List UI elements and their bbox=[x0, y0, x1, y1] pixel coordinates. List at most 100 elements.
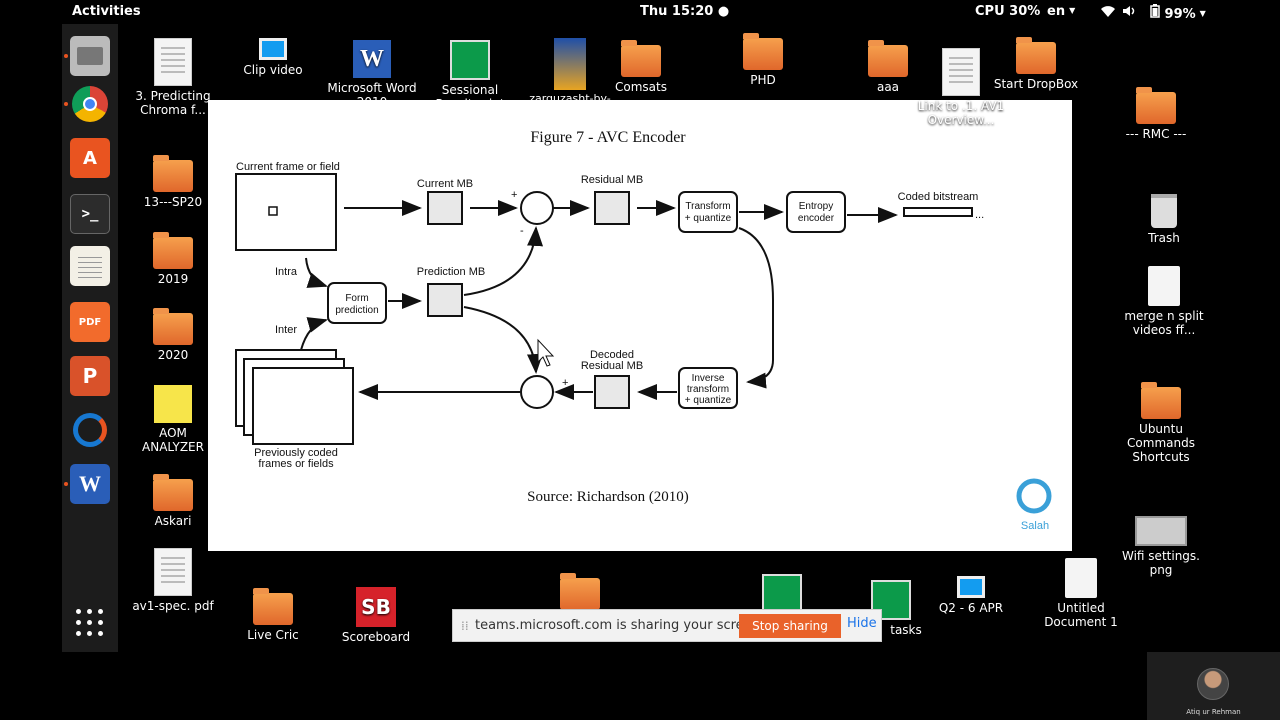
desktop-icon-predicting[interactable]: 3. Predicting Chroma f... bbox=[128, 38, 218, 117]
cpu-indicator[interactable]: CPU 30% bbox=[975, 4, 1041, 19]
transform-block bbox=[678, 191, 738, 233]
terminal-icon[interactable]: >_ bbox=[70, 194, 110, 234]
desktop-icon-untitled[interactable]: Untitled Document 1 bbox=[1036, 558, 1126, 629]
desktop-icon-label: --- RMC --- bbox=[1125, 127, 1187, 141]
grid-dot bbox=[87, 609, 92, 614]
chevron-down-icon: ▼ bbox=[1069, 6, 1076, 15]
chrome-icon[interactable] bbox=[64, 84, 110, 124]
software-center-icon[interactable]: A bbox=[70, 138, 110, 178]
desktop-icon-label: 2020 bbox=[157, 348, 189, 362]
folder-icon bbox=[868, 40, 908, 77]
desktop-icon-comsats[interactable]: Comsats bbox=[596, 40, 686, 94]
inter-label: Inter bbox=[275, 324, 297, 336]
desktop-icon-trash[interactable]: Trash bbox=[1119, 194, 1209, 245]
arrow bbox=[463, 226, 544, 296]
inverse-transform-block bbox=[678, 367, 738, 409]
word-icon[interactable]: W bbox=[64, 464, 110, 504]
desktop-icon-live-cric[interactable]: Live Cric bbox=[228, 588, 318, 642]
system-status[interactable] bbox=[1100, 4, 1137, 22]
desktop-icon-phd[interactable]: PHD bbox=[718, 33, 808, 87]
desktop-icon-folder[interactable] bbox=[535, 573, 625, 613]
document-icon bbox=[154, 548, 192, 596]
desktop-icon-ubuntu-shortcuts[interactable]: Ubuntu Commands Shortcuts bbox=[1116, 382, 1206, 464]
battery-icon bbox=[1150, 4, 1160, 18]
desktop-icon-rmc[interactable]: --- RMC --- bbox=[1111, 87, 1201, 141]
spreadsheet-icon bbox=[762, 574, 802, 614]
desktop-icon-sp20[interactable]: 13---SP20 bbox=[128, 155, 218, 209]
decoded-residual-label-2: Residual MB bbox=[581, 360, 643, 372]
image-file-icon bbox=[259, 38, 287, 60]
files-app-icon[interactable] bbox=[64, 36, 110, 76]
document-icon bbox=[942, 48, 980, 96]
arrow bbox=[463, 306, 543, 374]
desktop-icon-merge[interactable]: merge n split videos ff... bbox=[1119, 266, 1209, 337]
drag-handle-icon[interactable]: ⁞⁞ bbox=[461, 619, 469, 633]
desktop-icon-label: 3. Predicting Chroma f... bbox=[135, 89, 211, 117]
language-indicator[interactable]: en▼ bbox=[1047, 4, 1075, 19]
desktop-icon-askari[interactable]: Askari bbox=[128, 474, 218, 528]
participant-video-tile[interactable]: Atiq ur Rehman bbox=[1147, 652, 1280, 720]
desktop-icon-label: Scoreboard bbox=[341, 630, 411, 644]
current-mb-marker bbox=[268, 206, 278, 216]
desktop-icon-2019[interactable]: 2019 bbox=[128, 232, 218, 286]
spreadsheet-icon bbox=[450, 40, 490, 80]
entropy-label-1: Entropy bbox=[799, 201, 833, 212]
image-file-icon bbox=[957, 576, 985, 598]
word-icon: W bbox=[353, 40, 391, 78]
grid-dot bbox=[98, 620, 103, 625]
stop-sharing-button[interactable]: Stop sharing bbox=[739, 614, 841, 638]
desktop-icon-label: AOM ANALYZER bbox=[142, 426, 204, 454]
entropy-label-2: encoder bbox=[798, 213, 835, 224]
powerpoint-icon[interactable]: P bbox=[70, 356, 110, 396]
language-text: en bbox=[1047, 4, 1066, 19]
grid-dot bbox=[87, 631, 92, 636]
clock-text: Thu 15:20 bbox=[640, 4, 714, 19]
folder-icon bbox=[153, 474, 193, 511]
add-node bbox=[520, 375, 554, 409]
desktop-icon-2020[interactable]: 2020 bbox=[128, 308, 218, 362]
text-file-icon bbox=[1065, 558, 1097, 598]
watermark-text: Salah bbox=[1021, 520, 1049, 532]
previously-coded-label-2: frames or fields bbox=[258, 458, 334, 470]
desktop-icon-label: aaa bbox=[876, 80, 900, 94]
clock[interactable]: Thu 15:20 ● bbox=[640, 4, 729, 19]
previous-frame-stack bbox=[252, 367, 354, 445]
show-applications-icon[interactable] bbox=[76, 609, 104, 637]
running-indicator bbox=[64, 102, 68, 106]
desktop-icon-aom-analyzer[interactable]: AOM ANALYZER bbox=[128, 385, 218, 454]
desktop-icon-q2[interactable]: Q2 - 6 APR bbox=[926, 576, 1016, 615]
desktop-icon-link-av1[interactable]: Link to .1. AV1 Overview... bbox=[916, 48, 1006, 127]
desktop-icon-label: Start DropBox bbox=[993, 77, 1079, 91]
folder-icon bbox=[560, 573, 600, 610]
desktop-icon-label: Q2 - 6 APR bbox=[938, 601, 1004, 615]
text-editor-icon[interactable] bbox=[70, 246, 110, 286]
decoded-residual-label-1: Decoded bbox=[590, 349, 634, 361]
current-mb-box bbox=[427, 191, 463, 225]
pdf-reader-icon[interactable]: PDF bbox=[70, 302, 110, 342]
chevron-down-icon: ▼ bbox=[1199, 9, 1206, 18]
desktop-icon-label: Ubuntu Commands Shortcuts bbox=[1127, 422, 1195, 464]
activities-button[interactable]: Activities bbox=[72, 4, 141, 19]
previously-coded-label-1: Previously coded bbox=[254, 447, 338, 459]
desktop-icon-aaa[interactable]: aaa bbox=[843, 40, 933, 94]
desktop-icon-clip-video[interactable]: Clip video bbox=[228, 38, 318, 77]
grid-dot bbox=[98, 631, 103, 636]
sync-app-icon[interactable] bbox=[70, 410, 110, 450]
prediction-mb-label: Prediction MB bbox=[417, 266, 485, 278]
form-prediction-label-1: Form bbox=[345, 293, 368, 304]
trash-icon bbox=[1151, 194, 1177, 228]
running-indicator bbox=[64, 54, 68, 58]
current-frame-label: Current frame or field bbox=[236, 161, 340, 173]
grid-dot bbox=[98, 609, 103, 614]
desktop-icon-start-dropbox[interactable]: Start DropBox bbox=[991, 37, 1081, 91]
desktop-icon-av1-spec[interactable]: av1-spec. pdf bbox=[128, 548, 218, 613]
battery-indicator[interactable]: 99%▼ bbox=[1150, 4, 1206, 22]
grid-dot bbox=[76, 631, 81, 636]
coded-bitstream-label: Coded bitstream bbox=[898, 191, 979, 203]
bitstream-ellipsis: ... bbox=[975, 209, 984, 221]
inverse-label-1: Inverse bbox=[692, 373, 725, 384]
hide-button[interactable]: Hide bbox=[847, 616, 877, 631]
desktop-icon-wifi-settings[interactable]: Wifi settings. png bbox=[1116, 516, 1206, 577]
